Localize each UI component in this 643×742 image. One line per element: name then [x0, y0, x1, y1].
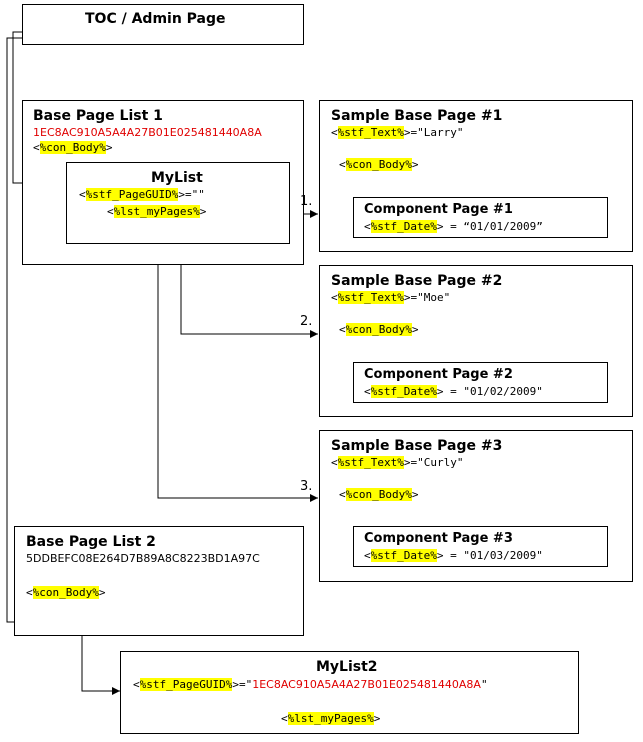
- base-page-list-2-title: Base Page List 2: [26, 534, 156, 550]
- component-page-2-title: Component Page #2: [364, 367, 513, 382]
- step-label-3: 3.: [300, 479, 313, 494]
- sample-base-page-1-title: Sample Base Page #1: [331, 108, 503, 124]
- sample-3-text-field: <%stf_Text%>="Curly": [331, 456, 464, 469]
- toc-link-line-2: [6, 37, 22, 623]
- sample-3-body-field: <%con_Body%>: [339, 488, 419, 501]
- component-page-2-date-field: <%stf_Date%> = "01/02/2009": [364, 385, 543, 398]
- sample-2-text-field: <%stf_Text%>="Moe": [331, 291, 451, 304]
- base-page-list-2-guid: 5DDBEFC08E264D7B89A8C8223BD1A97C: [26, 552, 260, 565]
- component-page-1-box: Component Page #1 <%stf_Date%> = “01/01/…: [353, 197, 608, 238]
- base-page-list-1-body-field: <%con_Body%>: [33, 141, 113, 154]
- mylist2-box: MyList2 <%stf_PageGUID%>="1EC8AC910A5A4A…: [120, 651, 579, 734]
- base-page-list-2-body-field: <%con_Body%>: [26, 586, 106, 599]
- step-label-2: 2.: [300, 314, 313, 329]
- component-page-1-title: Component Page #1: [364, 202, 513, 217]
- mylist-page-guid-field: <%stf_PageGUID%>="": [79, 188, 205, 201]
- base-page-list-1-guid: 1EC8AC910A5A4A27B01E025481440A8A: [33, 126, 262, 139]
- mylist-box: MyList <%stf_PageGUID%>="" <%lst_myPages…: [66, 162, 290, 244]
- component-page-2-box: Component Page #2 <%stf_Date%> = "01/02/…: [353, 362, 608, 403]
- component-page-3-date-field: <%stf_Date%> = "01/03/2009": [364, 549, 543, 562]
- toc-admin-page-title: TOC / Admin Page: [85, 11, 226, 27]
- sample-1-body-field: <%con_Body%>: [339, 158, 419, 171]
- sample-2-body-field: <%con_Body%>: [339, 323, 419, 336]
- sample-base-page-2-title: Sample Base Page #2: [331, 273, 503, 289]
- mylist2-pages-field: <%lst_myPages%>: [281, 712, 381, 725]
- mylist2-page-guid-field: <%stf_PageGUID%>="1EC8AC910A5A4A27B01E02…: [133, 678, 488, 691]
- component-page-3-box: Component Page #3 <%stf_Date%> = "01/03/…: [353, 526, 608, 567]
- component-page-1-date-field: <%stf_Date%> = “01/01/2009”: [364, 220, 543, 233]
- mylist-title: MyList: [151, 170, 203, 186]
- sample-base-page-3-title: Sample Base Page #3: [331, 438, 503, 454]
- toc-link-line-1: [12, 31, 22, 184]
- mylist2-title: MyList2: [316, 659, 378, 675]
- base-page-list-2-box: Base Page List 2 5DDBEFC08E264D7B89A8C82…: [14, 526, 304, 636]
- step-label-1: 1.: [300, 194, 313, 209]
- mylist-to-sample-3-arrow: [157, 221, 318, 502]
- mylist-pages-field: <%lst_myPages%>: [107, 205, 207, 218]
- toc-admin-page-box: TOC / Admin Page: [22, 4, 304, 45]
- sample-1-text-field: <%stf_Text%>="Larry": [331, 126, 464, 139]
- base-page-list-1-title: Base Page List 1: [33, 108, 163, 124]
- component-page-3-title: Component Page #3: [364, 531, 513, 546]
